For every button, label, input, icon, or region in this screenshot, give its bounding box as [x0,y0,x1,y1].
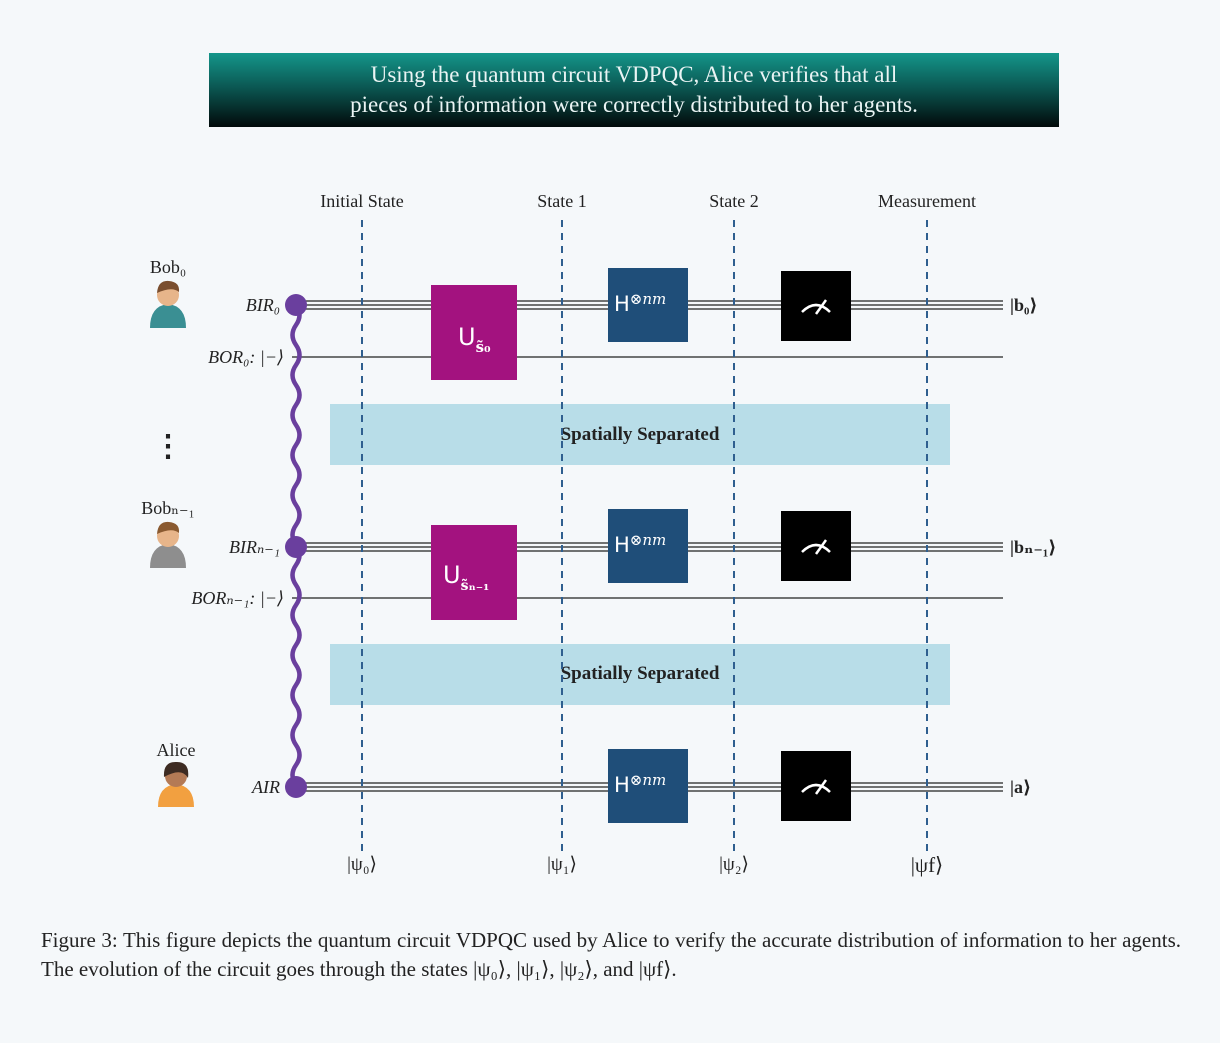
h-gate-bobn1 [608,509,688,583]
figure-caption: Figure 3: This figure depicts the quantu… [41,928,1181,981]
output-a: |a⟩ [1010,777,1031,797]
u-gate-n1 [431,525,517,620]
column-state-1: State 1 [537,191,587,211]
output-bn1: |bₙ₋₁⟩ [1010,537,1056,557]
entangle-node-bir0 [285,294,307,316]
register-birn1: BIRₙ₋₁ [229,537,280,557]
u-gate-0 [431,285,517,380]
register-bor0: BOR₀: |−⟩ [208,347,284,367]
register-borng1: BORₙ₋₁: |−⟩ [191,588,284,608]
h-gate-alice [608,749,688,823]
h-gate-bob0 [608,268,688,342]
state-psi1: |ψ₁⟩ [547,854,577,875]
bobn1-avatar-icon [150,521,186,568]
entangle-node-air [285,776,307,798]
bob0-avatar-icon [150,280,186,328]
output-b0: |b₀⟩ [1010,295,1038,315]
banner-line-1: Using the quantum circuit VDPQC, Alice v… [370,62,898,87]
column-initial-state: Initial State [320,191,403,211]
agent-alice-name: Alice [157,740,196,760]
vertical-ellipsis: ⋮ [153,430,183,463]
circuit-diagram: Spatially Separated Spatially Separated … [141,191,1056,877]
state-psi2: |ψ₂⟩ [719,854,749,875]
separator-label-1: Spatially Separated [561,424,720,445]
title-banner: Using the quantum circuit VDPQC, Alice v… [209,53,1059,127]
u-gate-n1-label: Us̃ₙ₋₁ [443,561,489,594]
h-gate-bobn1-label: H⊗nm [614,531,666,557]
state-psif: |ψf⟩ [911,853,944,877]
separator-band-2 [330,644,950,705]
agent-bobn1-name: Bobₙ₋₁ [141,498,195,518]
h-gate-alice-label: H⊗nm [614,771,666,797]
column-state-2: State 2 [709,191,759,211]
measure-bob0 [781,271,851,341]
column-measurement: Measurement [878,191,976,211]
separator-label-2: Spatially Separated [561,663,720,684]
measure-bobn1 [781,511,851,581]
state-psi0: |ψ₀⟩ [347,854,377,875]
separator-band-1 [330,404,950,465]
entangle-node-birn1 [285,536,307,558]
register-bir0: BIR₀ [246,295,280,315]
alice-avatar-icon [158,761,194,807]
u-gate-0-label: Us̃₀ [458,323,491,356]
h-gate-bob0-label: H⊗nm [614,290,666,316]
agent-bob0-name: Bob₀ [150,257,186,277]
register-air: AIR [251,777,280,797]
measure-alice [781,751,851,821]
banner-line-2: pieces of information were correctly dis… [350,92,918,117]
